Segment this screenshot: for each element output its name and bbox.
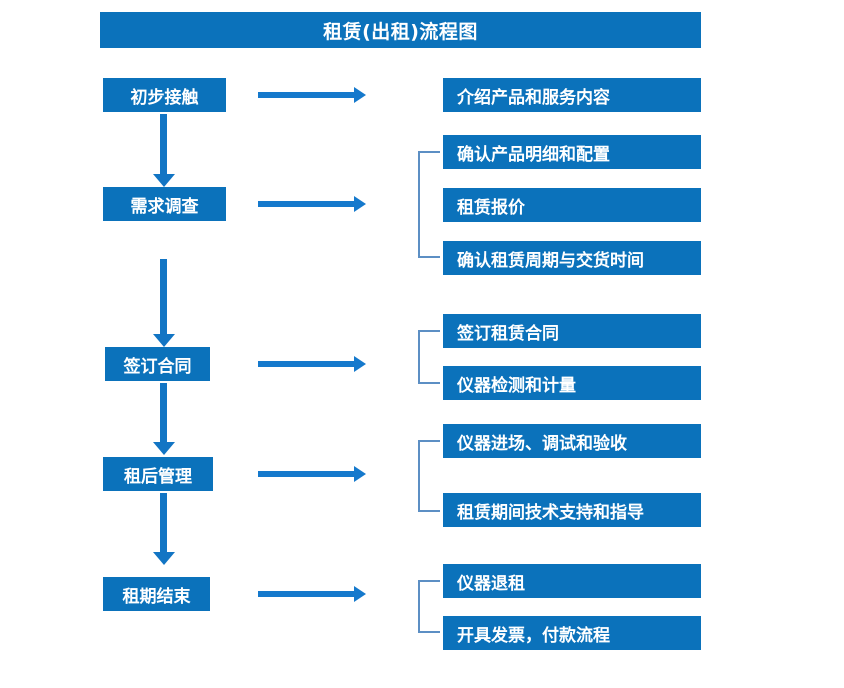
arrow-head bbox=[354, 87, 366, 103]
stage-to-detail-arrow-2 bbox=[258, 196, 366, 212]
group-bracket-3 bbox=[418, 330, 440, 384]
arrow-head bbox=[153, 552, 175, 565]
flow-arrow-1-to-2 bbox=[153, 114, 175, 187]
arrow-shaft bbox=[258, 591, 354, 597]
arrow-shaft bbox=[160, 259, 167, 334]
stage-box-3[interactable]: 签订合同 bbox=[105, 347, 210, 381]
stage-box-4[interactable]: 租后管理 bbox=[103, 457, 213, 491]
flow-arrow-4-to-5 bbox=[153, 493, 175, 565]
detail-box-4-1[interactable]: 仪器进场、调试和验收 bbox=[443, 424, 701, 458]
arrow-shaft bbox=[258, 471, 354, 477]
stage-to-detail-arrow-5 bbox=[258, 586, 366, 602]
arrow-shaft bbox=[160, 383, 167, 442]
arrow-head bbox=[354, 586, 366, 602]
arrow-shaft bbox=[258, 92, 354, 98]
arrow-shaft bbox=[258, 361, 354, 367]
arrow-head bbox=[354, 356, 366, 372]
stage-box-1[interactable]: 初步接触 bbox=[103, 78, 226, 112]
flow-arrow-3-to-4 bbox=[153, 383, 175, 455]
stage-to-detail-arrow-4 bbox=[258, 466, 366, 482]
stage-box-5[interactable]: 租期结束 bbox=[103, 577, 210, 611]
detail-box-2-3[interactable]: 确认租赁周期与交货时间 bbox=[443, 241, 701, 275]
detail-box-1-1[interactable]: 介绍产品和服务内容 bbox=[443, 78, 701, 112]
arrow-head bbox=[153, 442, 175, 455]
group-bracket-5 bbox=[418, 580, 440, 633]
arrow-shaft bbox=[160, 493, 167, 552]
diagram-title: 租赁(出租)流程图 bbox=[100, 12, 701, 48]
group-bracket-4 bbox=[418, 440, 440, 512]
flow-arrow-2-to-3 bbox=[153, 259, 175, 347]
stage-to-detail-arrow-3 bbox=[258, 356, 366, 372]
detail-box-2-1[interactable]: 确认产品明细和配置 bbox=[443, 135, 701, 169]
arrow-head bbox=[153, 334, 175, 347]
arrow-head bbox=[354, 196, 366, 212]
detail-box-4-2[interactable]: 租赁期间技术支持和指导 bbox=[443, 493, 701, 527]
detail-box-5-2[interactable]: 开具发票，付款流程 bbox=[443, 616, 701, 650]
stage-to-detail-arrow-1 bbox=[258, 87, 366, 103]
detail-box-3-2[interactable]: 仪器检测和计量 bbox=[443, 366, 701, 400]
stage-box-2[interactable]: 需求调查 bbox=[103, 187, 226, 221]
detail-box-3-1[interactable]: 签订租赁合同 bbox=[443, 314, 701, 348]
arrow-shaft bbox=[258, 201, 354, 207]
arrow-shaft bbox=[160, 114, 167, 174]
group-bracket-2 bbox=[418, 151, 440, 258]
detail-box-2-2[interactable]: 租赁报价 bbox=[443, 188, 701, 222]
arrow-head bbox=[153, 174, 175, 187]
detail-box-5-1[interactable]: 仪器退租 bbox=[443, 564, 701, 598]
arrow-head bbox=[354, 466, 366, 482]
